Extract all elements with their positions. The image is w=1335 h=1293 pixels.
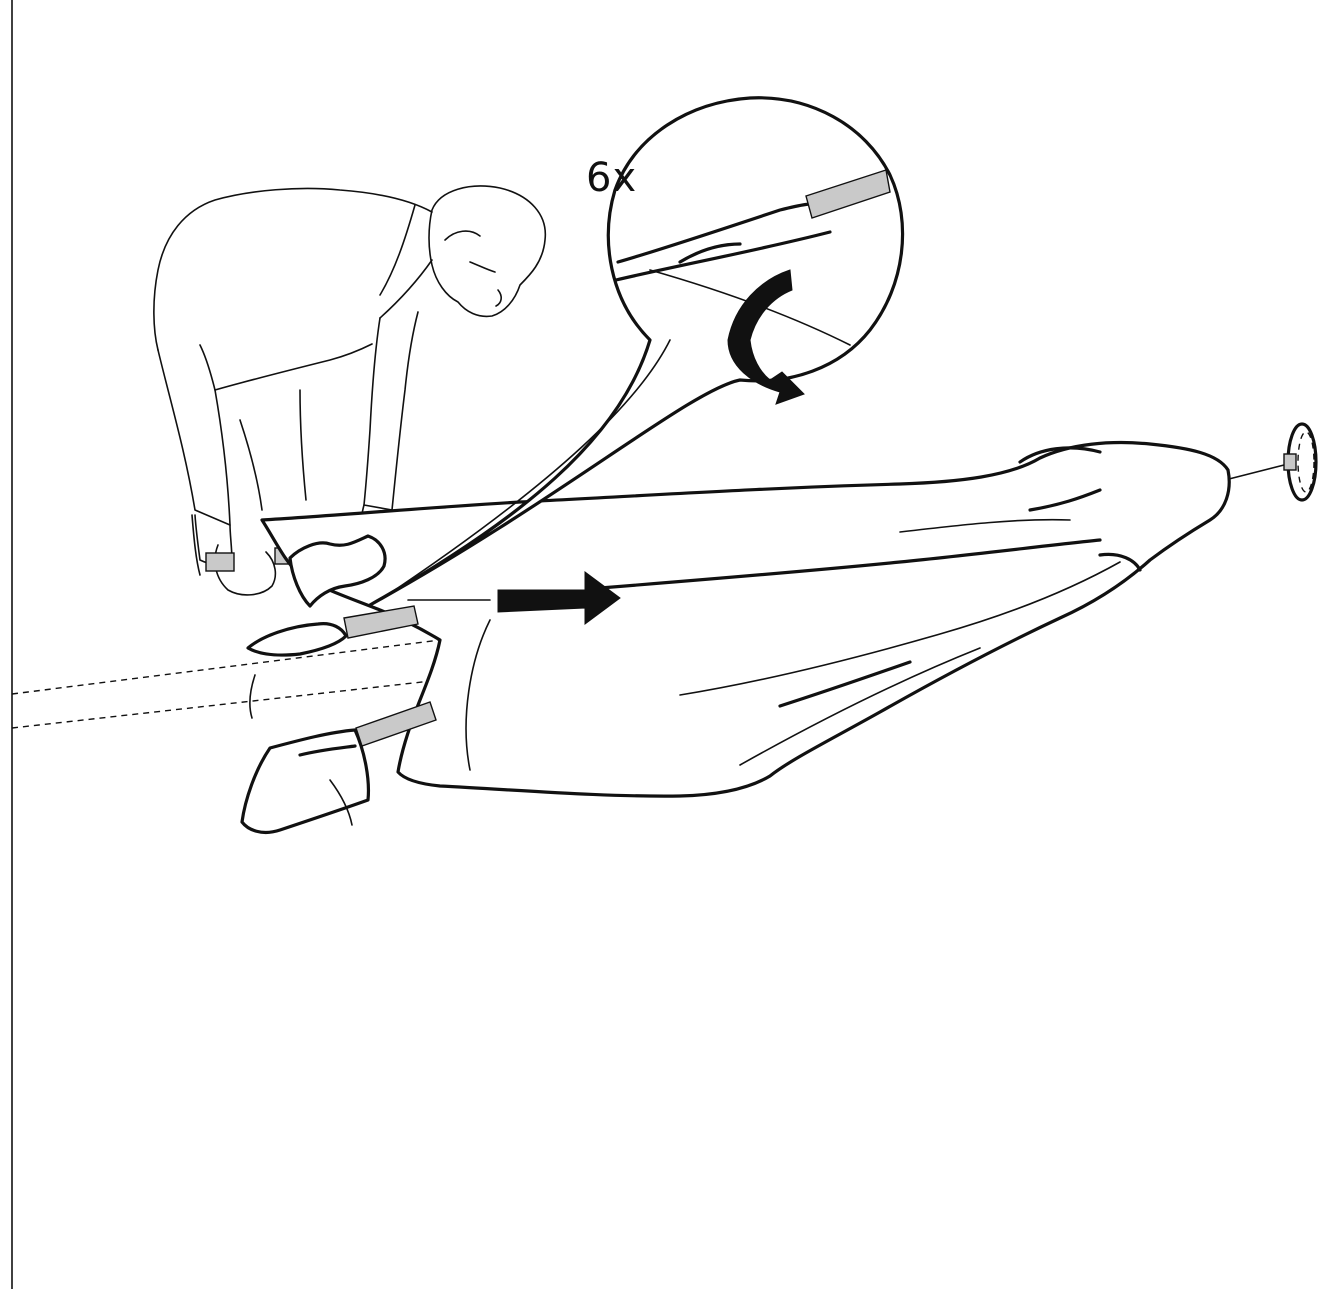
person-arm-right	[363, 311, 419, 511]
canopy-fold-line-6	[778, 660, 912, 708]
canopy-left-flap	[288, 534, 387, 608]
center-pole	[11, 463, 1289, 729]
callout-count-label: 6x	[586, 155, 638, 201]
pole-dashed-line-top	[11, 639, 441, 695]
person-head	[428, 185, 547, 318]
canopy-fold-line-9	[1018, 446, 1102, 464]
rib-grey-segment-2	[355, 701, 437, 747]
canopy-fold-line-7	[1028, 488, 1102, 512]
callout-rib-bottom	[614, 230, 832, 282]
person-eye-line	[469, 261, 496, 273]
person-collar-line	[379, 204, 416, 296]
top-cap-disc-inner	[1297, 431, 1315, 493]
person-back	[153, 187, 433, 351]
person-collar-line-2	[379, 259, 433, 319]
twist-arrow-icon	[727, 269, 805, 405]
top-cap-thread	[1283, 453, 1297, 471]
person-leg-line-2	[299, 389, 307, 501]
callout-rib-tip	[678, 242, 742, 264]
person-nose-line	[495, 289, 502, 307]
pole-handle-end	[191, 514, 201, 576]
canopy-fold-line	[598, 538, 1102, 590]
pole-dashed-line-bottom	[11, 679, 441, 729]
pole-grip-grey	[205, 552, 235, 572]
person-arm-left	[157, 344, 231, 526]
canopy-lower-flap	[240, 728, 371, 835]
canopy-fold-line-4	[739, 647, 981, 766]
callout-bubble-ribs	[368, 96, 905, 607]
canopy-fold-line-2	[679, 561, 1121, 696]
pole-flap-edge	[249, 674, 256, 719]
push-arrow-icon	[497, 571, 621, 625]
person-torso-line	[214, 343, 373, 391]
pole-end-line	[1224, 463, 1289, 481]
canopy-fold-line-3	[899, 518, 1071, 533]
lower-flap-line	[298, 744, 357, 757]
callout-tail-line	[379, 339, 671, 601]
callout-rib-grey	[805, 169, 891, 219]
person-leg-line	[239, 419, 263, 511]
lower-flap-line-2	[329, 779, 353, 826]
top-cap-part	[1283, 422, 1318, 502]
rib-grey-segment	[343, 605, 419, 639]
canopy-pole-flap	[246, 622, 348, 657]
folded-canopy-upper	[240, 440, 1231, 835]
person-hair-line	[444, 230, 481, 241]
canopy-fold-line-5	[465, 619, 491, 771]
canopy-main-body	[260, 440, 1231, 798]
canopy-fold-line-8	[1098, 552, 1142, 572]
